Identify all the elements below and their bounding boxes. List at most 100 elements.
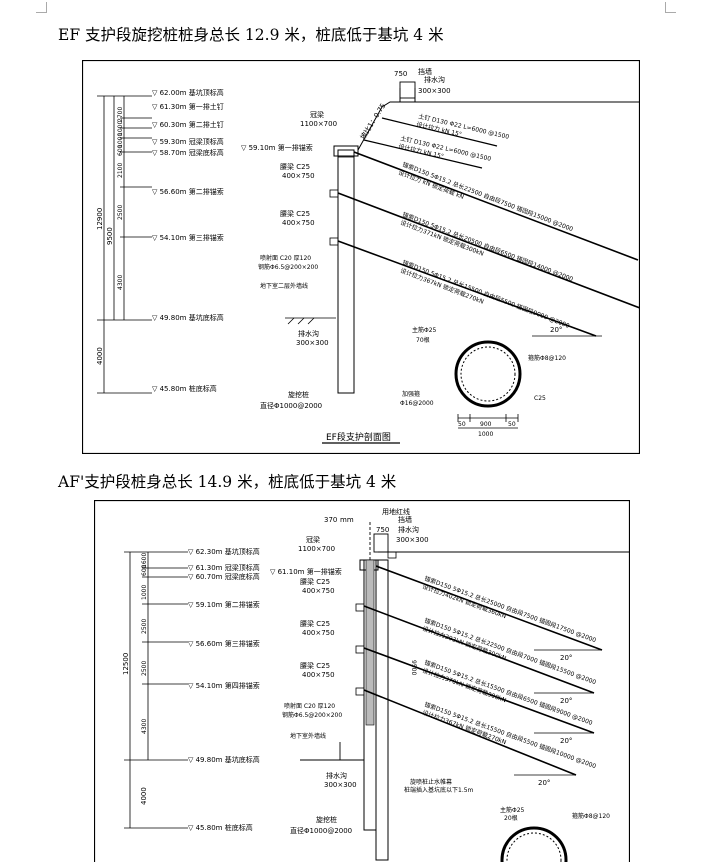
anchor-lines [337,151,640,337]
wall-label: 挡墙 [398,515,412,524]
dim-600: 600 [141,564,148,576]
dimension-lines [124,551,188,829]
water-curtain [365,559,375,726]
level-label: ▽ 60.30m 第二排土钉 [152,120,224,129]
ground-lines [285,317,336,325]
waist-beam-1-size: 400×750 [282,172,315,180]
circle-main-count: 70根 [416,336,430,344]
top-drain-label: 排水沟 [424,75,445,84]
waist-beam-1-label: 腰梁 C25 [300,577,330,586]
drain-size: 300×300 [324,781,357,789]
waist-beam-1-label: 腰梁 C25 [280,162,310,171]
dim-2500b: 2500 [141,661,148,676]
level-label: ▽ 56.60m 第二排锚索 [152,187,224,196]
level-label: ▽ 62.30m 基坑顶标高 [188,547,260,556]
circle-hoop-spec: Φ16@2000 [400,400,434,407]
shotcrete-label: 喷射面 C20 厚120 [260,254,311,262]
curtain-depth: 桩端插入基坑底以下1.5m [404,786,474,794]
dim-12500: 12500 [122,653,130,675]
anchor-3-label: 锚索D150 5Φ15.2 总长15500 自由段5500 锚固段10000 @… [423,700,597,770]
section1-heading: EF 支护段旋挖桩桩身总长 12.9 米，桩底低于基坑 4 米 [58,26,444,44]
pile-cross-section [500,826,568,862]
dim-4000: 4000 [96,347,104,365]
cap-beam-label: 冠梁 [306,535,320,544]
circle-dim-1000: 1000 [478,431,493,438]
level-label: ▽ 58.70m 冠梁底标高 [152,148,224,157]
beam-level-label: ▽ 59.10m 第一排锚索 [241,143,313,152]
shotcrete-rebar: 钢筋Φ6.5@200×200 [282,711,342,719]
ef-section-drawing: 12900 4000 9500 2700 1000 1000 600 2100 … [82,60,640,454]
drain-label: 排水沟 [326,771,347,780]
level-label: ▽ 45.80m 桩底标高 [152,384,217,393]
circle-dim-50a: 50 [458,421,466,428]
dim-2500a: 2500 [141,619,148,634]
level-label: ▽ 45.80m 桩底标高 [188,823,253,832]
waist-beam-2-label: 腰梁 C25 [300,619,330,628]
pile-label: 旋挖桩 [316,815,337,824]
waist-beam-1 [329,189,339,198]
pile-label: 旋挖桩 [288,390,309,399]
circle-hoop: 加强箍 [402,390,420,398]
anchor-angle-3: 20° [560,737,572,745]
anchor-angle-1: 20° [560,654,572,662]
waist-beam-3 [355,687,365,696]
dim-1000a: 1000 [117,121,124,136]
top-drain-size: 300×300 [396,536,429,544]
anchor-angle-4: 20° [538,779,550,787]
pile-size: 直径Φ1000@2000 [260,401,322,410]
slope-ratio: 坡比1：0.75 [358,101,387,141]
redline-label: 用地红线 [382,507,410,516]
dim-1000: 1000 [141,585,148,600]
drawing-frame [94,500,630,862]
drain-label: 排水沟 [298,329,319,338]
level-label: ▽ 56.60m 第三排锚索 [188,639,260,648]
level-label: ▽ 62.00m 基坑顶标高 [152,88,224,97]
dim-1600: 1600 [141,553,148,568]
circle-main-rebar: 主筋Φ25 [412,326,437,334]
ground-lines [300,522,630,761]
waist-beam-2-label: 腰梁 C25 [280,209,310,218]
wall-size: 750 [376,526,389,534]
waist-beam-1-size: 400×750 [302,587,335,595]
level-label: ▽ 59.30m 冠梁顶标高 [152,137,224,146]
level-label: ▽ 59.10m 第二排锚索 [188,600,260,609]
vertical-dim: 9500 [410,660,417,675]
dim-2700: 2700 [117,107,124,122]
dim-12900: 12900 [96,208,104,230]
wall-size: 750 [394,70,407,78]
dim-1000b: 1000 [117,133,124,148]
circle-main-rebar: 主筋Φ25 [500,806,525,814]
pile-cross-section [454,340,522,429]
cap-beam-size: 1100×700 [298,545,335,553]
level-label: ▽ 54.10m 第四排锚索 [188,681,260,690]
level-label: ▽ 60.70m 冠梁底标高 [188,572,260,581]
level-label: ▽ 54.10m 第三排锚索 [152,233,224,242]
shotcrete-rebar: 钢筋Φ6.5@200×200 [258,263,318,271]
circle-concrete: C25 [534,395,546,402]
beam-level-label: ▽ 61.10m 第一排锚索 [270,567,342,576]
top-drain-size: 300×300 [418,87,451,95]
drawing-frame [82,60,640,454]
pile-size: 直径Φ1000@2000 [290,826,352,835]
waist-beam-2 [329,237,339,246]
circle-dim-900: 900 [480,421,492,428]
level-label: ▽ 61.30m 第一排土钉 [152,102,224,111]
dist-unit: mm [340,516,354,524]
dist-label: 370 [324,516,337,524]
level-label: ▽ 49.80m 基坑底标高 [152,313,224,322]
pile-lower [375,559,389,861]
dim-2100: 2100 [117,163,124,178]
angle-marks [514,649,602,776]
shotcrete-label: 喷射面 C20 厚120 [284,702,335,710]
basement-wall-label: 地下室外墙线 [290,732,326,740]
top-drain-label: 排水沟 [398,525,419,534]
dimension-lines [97,95,152,394]
waist-beam-2-size: 400×750 [302,629,335,637]
waist-beam-2-size: 400×750 [282,219,315,227]
top-drain [387,551,397,559]
dim-4000: 4000 [140,787,148,805]
dim-4300: 4300 [141,719,148,734]
curtain-label: 旋喷桩止水帷幕 [410,778,452,786]
circle-dim-50b: 50 [508,421,516,428]
level-label: ▽ 49.80m 基坑底标高 [188,755,260,764]
